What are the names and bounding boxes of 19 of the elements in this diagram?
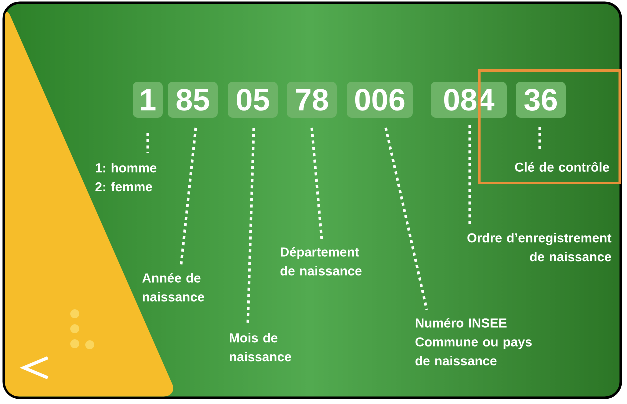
digit-group: 006 <box>347 82 413 118</box>
digit-group: 1 <box>133 82 163 118</box>
field-label: Année de naissance <box>142 273 204 302</box>
leader-line <box>310 128 324 240</box>
field-label: 1: homme 2: femme <box>96 163 157 192</box>
leader-line <box>538 127 542 151</box>
digit-group: 05 <box>228 82 278 118</box>
field-label: Numéro INSEE Commune ou pays de naissance <box>416 318 532 366</box>
field-label: Département de naissance <box>280 247 362 276</box>
leader-line <box>146 133 150 153</box>
digit-group: 36 <box>516 82 566 118</box>
field-label: Mois de naissance <box>230 333 292 362</box>
field-label: Ordre d’enregistrement de naissance <box>468 233 612 262</box>
leader-line <box>246 128 256 326</box>
digit-group: 85 <box>168 82 218 118</box>
leader-line <box>468 125 472 226</box>
digit-group: 78 <box>287 82 337 118</box>
leader-line <box>384 128 428 310</box>
field-label: Clé de contrôle <box>515 162 610 172</box>
